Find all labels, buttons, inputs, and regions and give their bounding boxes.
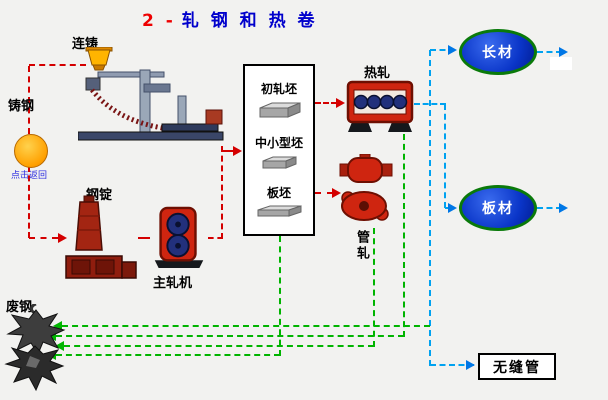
arrow-right-icon xyxy=(559,47,568,57)
cast-steel-node[interactable] xyxy=(14,134,48,168)
flow-line-blue xyxy=(430,49,455,51)
flow-line-green xyxy=(56,335,404,337)
hot-rolling-mill-icon xyxy=(346,80,414,132)
billet-cell: 中小型坯 xyxy=(255,134,303,171)
billet-types-box: 初轧坯 中小型坯 板坯 xyxy=(243,64,315,236)
flow-line-red xyxy=(28,66,30,134)
flow-line-blue xyxy=(430,364,474,366)
plate-products-label: 板材 xyxy=(482,201,514,217)
flow-line-red xyxy=(222,150,234,152)
click-return-hint[interactable]: 点击返回 xyxy=(11,171,48,181)
arrow-right-icon xyxy=(448,203,457,213)
flow-line-green xyxy=(56,354,280,356)
medium-small-billet-label: 中小型坯 xyxy=(254,135,303,150)
long-products-node: 长材 xyxy=(459,29,537,75)
arrow-left-icon xyxy=(53,321,62,331)
page-title: 2 -轧 钢 和 热 卷 xyxy=(142,6,318,31)
flow-line-red xyxy=(29,237,58,239)
steel-ingot-icon xyxy=(65,195,137,279)
flow-line-green xyxy=(403,134,405,337)
tube-rolling-label: 管轧 xyxy=(354,230,369,262)
flow-line-green xyxy=(279,236,281,356)
billet-cell: 初轧坯 xyxy=(256,80,302,120)
flow-line-blue xyxy=(537,207,562,209)
plate-products-node: 板材 xyxy=(459,185,537,231)
flow-line-blue xyxy=(444,104,446,208)
flow-line-green xyxy=(62,325,430,327)
bloom-billet-label: 初轧坯 xyxy=(260,81,297,96)
bloom-billet-icon xyxy=(259,102,301,118)
title-text: 轧 钢 和 热 卷 xyxy=(181,11,318,31)
arrow-right-icon xyxy=(559,203,568,213)
long-products-label: 长材 xyxy=(482,45,514,61)
arrow-right-icon xyxy=(233,146,242,156)
arrow-right-icon xyxy=(58,233,67,243)
arrow-right-icon xyxy=(332,188,341,198)
blooming-mill-label: 主轧机 xyxy=(153,276,193,291)
white-chip xyxy=(550,57,572,70)
scrap-steel-label: 废钢 xyxy=(6,300,33,315)
flow-line-red xyxy=(315,192,333,194)
seamless-pipe-node: 无缝管 xyxy=(478,353,556,380)
flow-line-red xyxy=(28,166,30,238)
billet-cell: 板坯 xyxy=(255,184,303,220)
tube-rolling-mill-icon xyxy=(339,154,393,221)
flow-line-red xyxy=(221,146,223,239)
flow-line-red xyxy=(315,102,337,104)
arrow-right-icon xyxy=(448,45,457,55)
flow-line-green xyxy=(64,345,374,347)
scrap-steel-icon xyxy=(4,304,66,392)
continuous-caster-icon xyxy=(78,69,224,141)
cast-steel-label: 铸钢 xyxy=(8,99,35,114)
hot-rolling-label: 热轧 xyxy=(364,66,391,81)
slab-label: 板坯 xyxy=(266,186,291,201)
medium-small-billet-icon xyxy=(262,155,297,169)
title-number: 2 - xyxy=(142,11,176,31)
flow-line-red xyxy=(138,237,150,239)
seamless-pipe-label: 无缝管 xyxy=(493,359,541,376)
arrow-right-icon xyxy=(466,360,475,370)
flow-line-green xyxy=(373,228,375,347)
blooming-mill-icon xyxy=(154,206,204,269)
slab-icon xyxy=(257,205,302,217)
flow-line-red xyxy=(29,64,86,66)
casting-ladle-icon xyxy=(85,47,113,71)
flow-line-red xyxy=(208,237,223,239)
flow-line-blue xyxy=(429,50,431,366)
arrow-right-icon xyxy=(336,98,345,108)
flow-line-blue xyxy=(537,51,562,53)
arrow-left-icon xyxy=(55,341,64,351)
